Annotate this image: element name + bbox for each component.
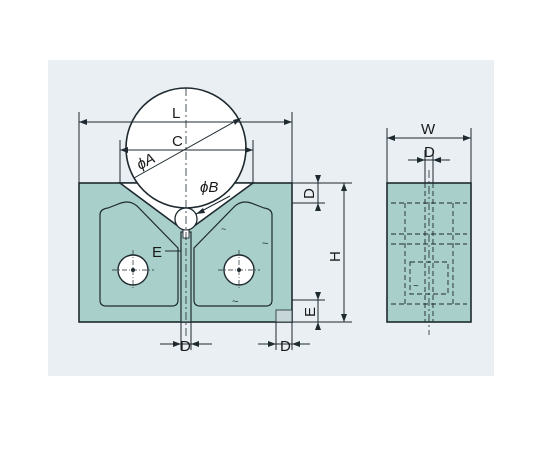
left-magnet-hole (112, 250, 154, 290)
label-c: C (172, 133, 183, 150)
base-pad (275, 309, 293, 323)
tilde-icon: ~ (232, 296, 238, 308)
label-h: H (327, 251, 344, 262)
label-d-bottom-left: D (180, 338, 191, 355)
label-d-bottom-right: D (280, 338, 291, 355)
label-d-top: D (301, 188, 318, 199)
label-phi-b: ϕB (200, 179, 218, 196)
label-l: L (172, 105, 180, 122)
left-pocket (99, 201, 179, 307)
label-phi-a: ϕA (134, 150, 158, 174)
side-view: ~ (386, 170, 472, 335)
arrowheads (79, 118, 347, 347)
tilde-icon: ~ (413, 281, 419, 292)
tilde-icon: ~ (262, 238, 268, 250)
label-e-left: E (152, 244, 162, 261)
right-magnet-hole (218, 250, 260, 290)
side-arrowheads (387, 135, 471, 163)
right-pocket (193, 201, 273, 307)
label-d-side: D (424, 144, 435, 161)
front-dimensions (78, 88, 352, 350)
side-dimensions (386, 128, 472, 183)
label-e-right: E (302, 307, 319, 317)
tilde-icon: ~ (221, 224, 226, 234)
label-w: W (421, 121, 436, 138)
